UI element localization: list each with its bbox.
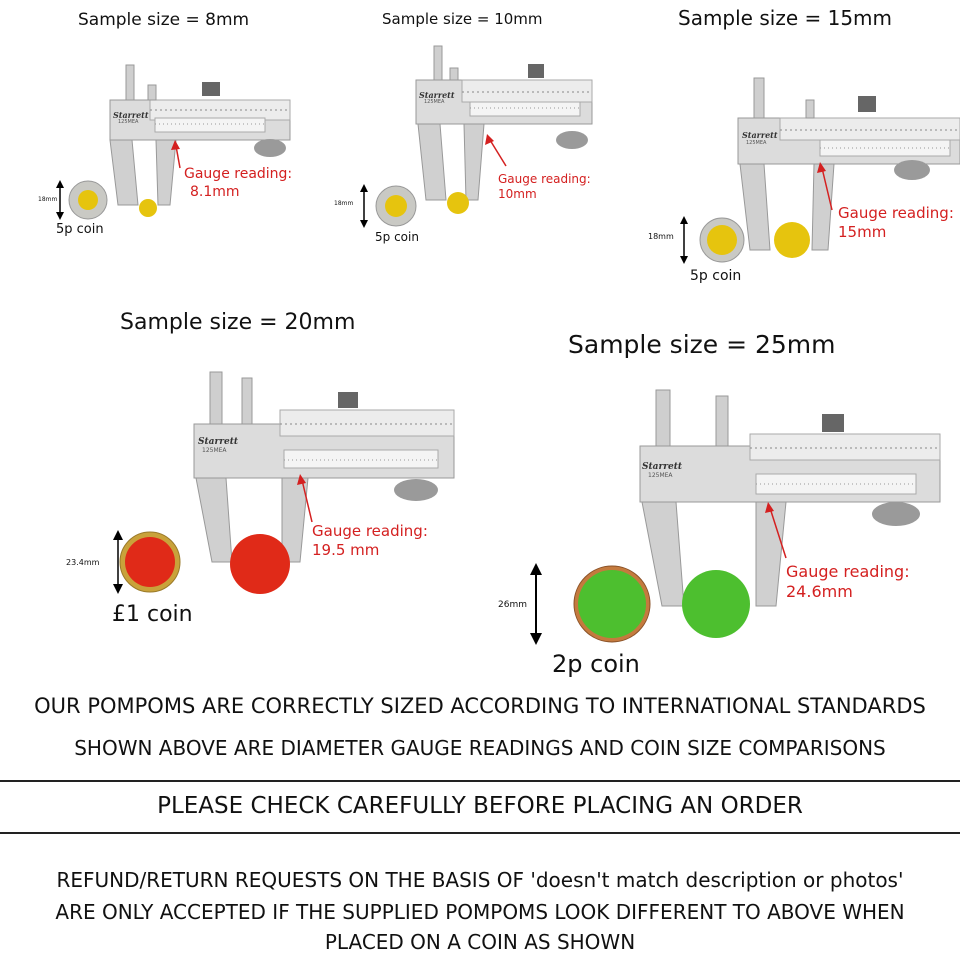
coin-dimension-10mm: 18mm xyxy=(334,200,354,207)
coin-dimension-8mm: 18mm xyxy=(38,196,58,203)
gauge-reading-25mm: Gauge reading: 24.6mm xyxy=(786,562,910,602)
panel-title-20mm: Sample size = 20mm xyxy=(120,310,356,335)
pompom-10mm xyxy=(447,192,469,214)
caliper-model-10mm: 125MEA xyxy=(424,99,445,105)
panel-title-25mm: Sample size = 25mm xyxy=(568,330,836,359)
caliper-model-20mm: 125MEA xyxy=(202,447,227,454)
sample-panel-20mm: Starrett 125MEA 23.4mm £1 coin Gauge rea… xyxy=(0,300,470,660)
sample-panel-8mm: Starrett 125MEA 18mm 5p coin Gauge readi… xyxy=(0,0,320,300)
caliper-15mm-graphic xyxy=(680,77,960,264)
caliper-brand-8mm: Starrett xyxy=(113,110,149,120)
caliper-model-15mm: 125MEA xyxy=(746,140,767,146)
gauge-reading-20mm: Gauge reading: 19.5 mm xyxy=(312,522,428,560)
notice-gauge-readings: SHOWN ABOVE ARE DIAMETER GAUGE READINGS … xyxy=(74,736,886,760)
caliper-8mm-graphic xyxy=(56,64,291,220)
gauge-reading-value: 24.6mm xyxy=(786,582,853,601)
panel-title-8mm: Sample size = 8mm xyxy=(78,10,250,30)
gauge-reading-label: Gauge reading: xyxy=(184,166,293,182)
sample-panel-25mm: Starrett 125MEA 26mm 2p coin Gauge readi… xyxy=(480,360,960,690)
caliper-brand-25mm: Starrett xyxy=(642,462,683,472)
gauge-reading-value: 8.1mm xyxy=(190,183,240,200)
coin-label-25mm: 2p coin xyxy=(552,650,640,678)
coin-dimension-25mm: 26mm xyxy=(498,600,527,610)
panel-title-10mm: Sample size = 10mm xyxy=(382,10,543,28)
notice-refund-line-3: PLACED ON A COIN AS SHOWN xyxy=(324,930,636,954)
sample-panel-15mm: Starrett 125MEA 18mm 5p coin Gauge readi… xyxy=(620,0,960,300)
caliper-brand-10mm: Starrett xyxy=(419,90,455,100)
gauge-reading-15mm: Gauge reading: 15mm xyxy=(838,204,954,242)
gauge-reading-label: Gauge reading: xyxy=(838,204,954,222)
caliper-model-25mm: 125MEA xyxy=(648,472,673,479)
coin-label-8mm: 5p coin xyxy=(56,222,104,237)
caliper-25mm-graphic xyxy=(530,389,941,645)
caliper-10mm-graphic xyxy=(360,45,593,228)
notice-refund-line-2: ARE ONLY ACCEPTED IF THE SUPPLIED POMPOM… xyxy=(55,900,905,924)
notice-standards: OUR POMPOMS ARE CORRECTLY SIZED ACCORDIN… xyxy=(34,694,926,718)
gauge-reading-label: Gauge reading: xyxy=(786,562,910,581)
caliper-brand-15mm: Starrett xyxy=(742,130,778,140)
divider-top xyxy=(0,780,960,782)
coin-dimension-20mm: 23.4mm xyxy=(66,558,100,567)
gauge-reading-value: 10mm xyxy=(498,187,537,201)
caliper-brand-20mm: Starrett xyxy=(198,437,239,447)
gauge-reading-8mm: Gauge reading: 8.1mm xyxy=(184,166,292,201)
gauge-reading-label: Gauge reading: xyxy=(498,172,591,186)
gauge-reading-10mm: Gauge reading: 10mm xyxy=(498,172,591,202)
pompom-20mm xyxy=(230,534,290,594)
gauge-reading-label: Gauge reading: xyxy=(312,522,428,540)
panel-title-15mm: Sample size = 15mm xyxy=(678,6,893,30)
notice-check-carefully: PLEASE CHECK CAREFULLY BEFORE PLACING AN… xyxy=(157,793,803,819)
sample-panel-10mm: Starrett 125MEA 18mm 5p coin Gauge readi… xyxy=(320,0,620,300)
coin-label-10mm: 5p coin xyxy=(375,230,419,244)
gauge-reading-value: 19.5 mm xyxy=(312,540,380,559)
divider-bottom xyxy=(0,832,960,834)
coin-label-15mm: 5p coin xyxy=(690,268,742,284)
pompom-25mm xyxy=(682,570,750,638)
notice-refund-line-1: REFUND/RETURN REQUESTS ON THE BASIS OF '… xyxy=(56,868,904,892)
coin-dimension-15mm: 18mm xyxy=(648,232,674,241)
pompom-15mm xyxy=(774,222,810,258)
pompom-8mm xyxy=(139,199,157,217)
gauge-reading-value: 15mm xyxy=(838,222,887,241)
caliper-20mm-graphic xyxy=(113,371,455,594)
caliper-model-8mm: 125MEA xyxy=(118,119,139,125)
coin-label-20mm: £1 coin xyxy=(112,602,193,627)
